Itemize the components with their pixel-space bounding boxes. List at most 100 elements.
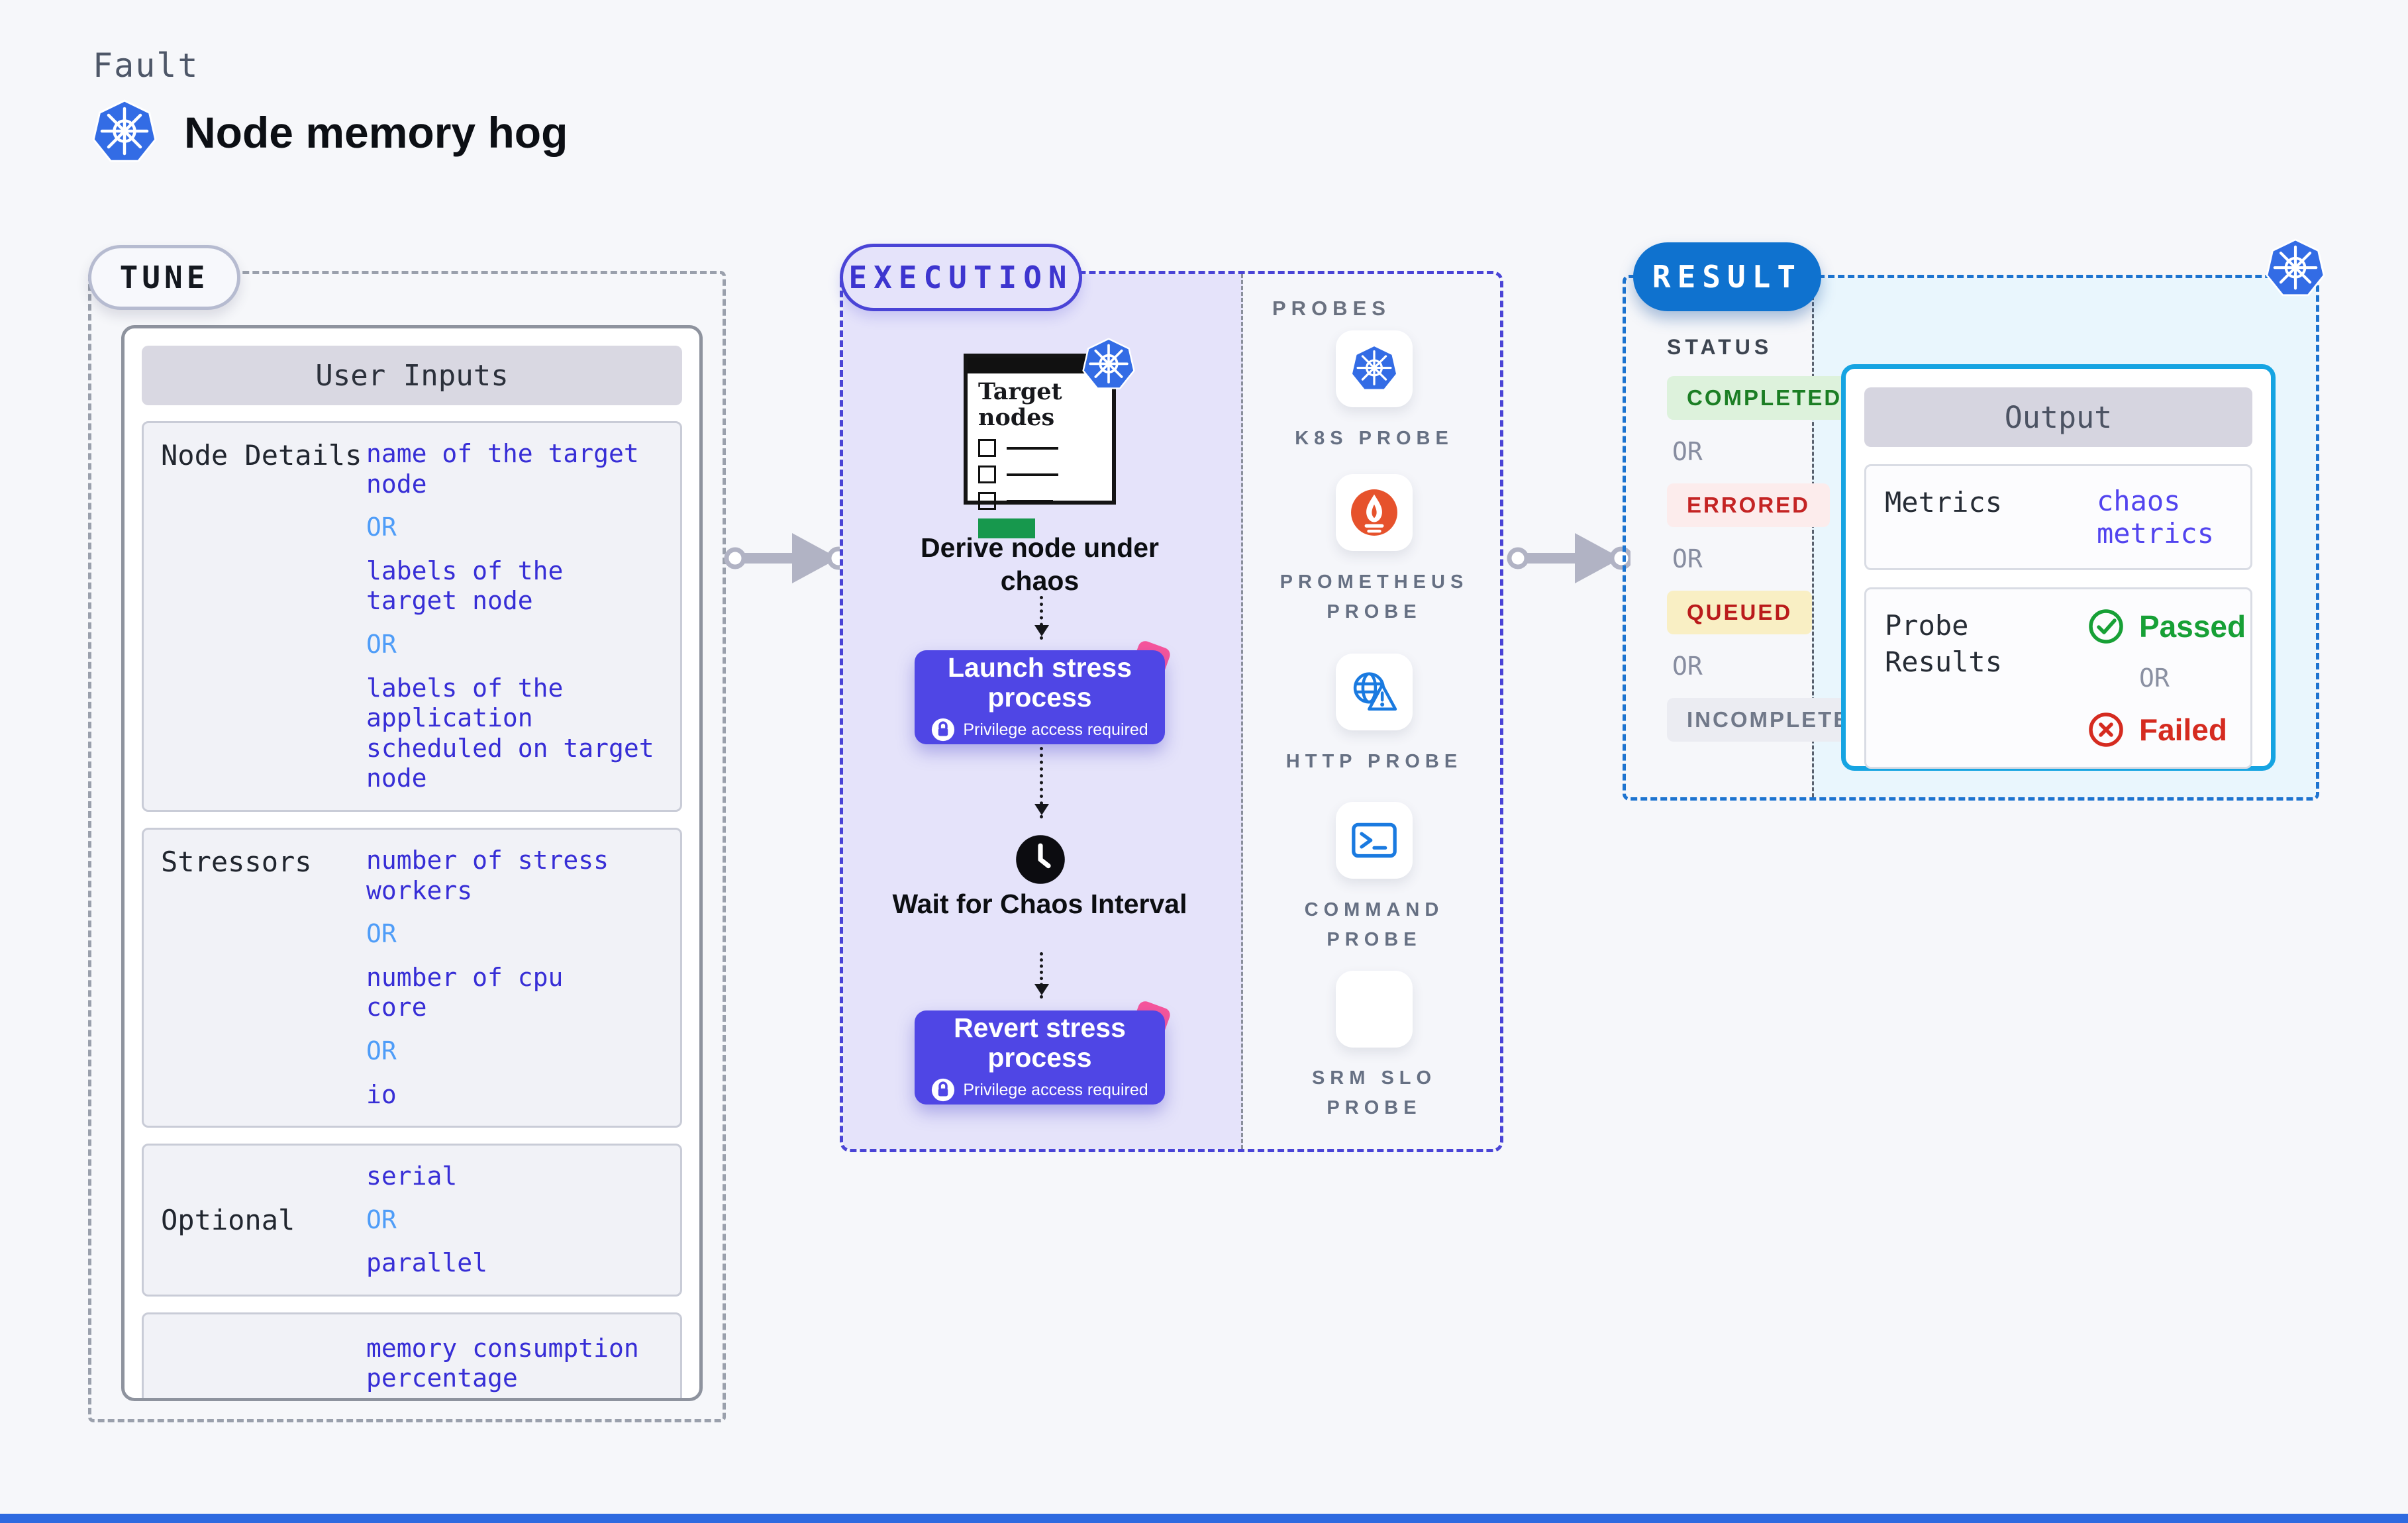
- failed-row: Failed: [2087, 711, 2246, 748]
- globe-warning-icon: [1349, 667, 1399, 717]
- privilege-note: Privilege access required: [931, 1078, 1148, 1102]
- metrics-value: chaos metrics: [2097, 485, 2215, 550]
- srm-slo-probe-card: [1336, 971, 1413, 1048]
- or-separator: OR: [1672, 652, 1703, 681]
- failed-label: Failed: [2139, 712, 2227, 747]
- output-card: Output Metrics chaos metrics Probe Resul…: [1841, 364, 2276, 771]
- prometheus-probe-label: PROMETHEUS PROBE: [1279, 571, 1469, 622]
- checkbox-icon: [978, 492, 996, 511]
- row-values: memory consumption percentage OR memory …: [366, 1333, 639, 1398]
- probe-results-row: Probe Results Passed OR Failed: [1864, 587, 2252, 769]
- or-separator: OR: [366, 919, 397, 949]
- input-row-one-of: One of memory consumption percentage OR …: [142, 1312, 682, 1398]
- node-list-item: [978, 439, 1101, 458]
- derive-node-step-label: Derive node under chaos: [921, 532, 1159, 597]
- input-option: name of the target node: [366, 439, 639, 499]
- prometheus-icon: [1349, 487, 1399, 538]
- launch-stress-button: Launch stress process Privilege access r…: [915, 650, 1165, 744]
- lock-icon: [931, 1078, 955, 1102]
- target-nodes-card: Target nodes: [964, 354, 1116, 539]
- metrics-row: Metrics chaos metrics: [1864, 464, 2252, 570]
- check-circle-icon: [2087, 608, 2125, 645]
- or-separator: OR: [1672, 544, 1703, 573]
- node-list-item: [978, 466, 1101, 484]
- or-separator: OR: [2139, 663, 2170, 693]
- title-row: Node memory hog: [91, 98, 568, 167]
- input-option: labels of the application scheduled on t…: [366, 673, 654, 793]
- srm-slo-probe-label: SRM SLO PROBE: [1311, 1067, 1437, 1118]
- probes-title: PROBES: [1272, 297, 1391, 320]
- result-badge: RESULT: [1633, 242, 1821, 311]
- lock-icon: [931, 718, 955, 742]
- revert-stress-step: Revert stress process Privilege access r…: [915, 1010, 1165, 1105]
- revert-stress-label: Revert stress process: [954, 1012, 1126, 1073]
- arrow-execution-to-result: [1505, 528, 1630, 589]
- passed-row: Passed: [2087, 608, 2246, 645]
- status-badge-completed: COMPLETED: [1667, 376, 1862, 420]
- row-values: serial OR parallel: [366, 1161, 487, 1279]
- target-nodes-title: Target nodes: [978, 378, 1062, 432]
- input-option: parallel: [366, 1248, 488, 1278]
- kubernetes-icon: [2265, 237, 2326, 301]
- execution-section: PROBES Target nodes: [840, 271, 1503, 1152]
- bottom-accent-bar: [0, 1514, 2408, 1523]
- progress-bar: [978, 518, 1035, 539]
- flow-arrow-down: [1034, 747, 1049, 818]
- input-option: memory consumption percentage: [366, 1333, 639, 1393]
- probe-results-values: Passed OR Failed: [2087, 608, 2246, 748]
- launch-stress-step: Launch stress process Privilege access r…: [915, 650, 1165, 744]
- passed-label: Passed: [2139, 609, 2246, 644]
- kubernetes-icon: [91, 98, 158, 167]
- k8s-probe-label: K8S PROBE: [1295, 428, 1454, 449]
- command-probe-card: [1336, 802, 1413, 879]
- privilege-note-text: Privilege access required: [963, 720, 1148, 739]
- row-label: Stressors: [161, 845, 312, 878]
- row-values: name of the target node OR labels of the…: [366, 439, 663, 794]
- http-probe-card: [1336, 654, 1413, 730]
- arrow-tune-to-execution: [722, 528, 848, 589]
- prometheus-probe-card: [1336, 474, 1413, 551]
- row-label: Optional: [161, 1203, 295, 1236]
- line-placeholder: [1007, 499, 1053, 503]
- clock-icon: [1014, 833, 1067, 886]
- row-values: number of stress workers OR number of cp…: [366, 846, 609, 1110]
- x-circle-icon: [2087, 711, 2125, 748]
- kubernetes-icon: [1081, 336, 1136, 393]
- kubernetes-icon: [1349, 344, 1399, 394]
- user-inputs-card: User Inputs Node Details name of the tar…: [121, 325, 703, 1401]
- metrics-label: Metrics: [1885, 486, 2003, 518]
- status-title: STATUS: [1667, 335, 1773, 359]
- page-title: Node memory hog: [184, 108, 568, 157]
- checkbox-icon: [978, 466, 996, 484]
- revert-stress-button: Revert stress process Privilege access r…: [915, 1010, 1165, 1105]
- row-label: Node Details: [161, 439, 362, 471]
- or-separator: OR: [366, 1204, 397, 1234]
- execution-badge: EXECUTION: [840, 244, 1082, 311]
- input-option: serial: [366, 1161, 458, 1191]
- status-list: COMPLETED OR ERRORED OR QUEUED OR INCOMP…: [1667, 376, 1888, 742]
- input-option: io: [366, 1079, 397, 1109]
- input-option: number of cpu core: [366, 962, 564, 1022]
- checkbox-icon: [978, 439, 996, 458]
- privilege-note-text: Privilege access required: [963, 1080, 1148, 1099]
- line-placeholder: [1007, 446, 1058, 450]
- flow-arrow-down: [1034, 952, 1049, 999]
- or-separator: OR: [366, 513, 397, 542]
- result-section: STATUS COMPLETED OR ERRORED OR QUEUED OR…: [1623, 275, 2319, 801]
- tune-badge: TUNE: [88, 245, 240, 310]
- or-separator: OR: [366, 629, 397, 659]
- node-list-item: [978, 492, 1101, 511]
- wait-chaos-step-label: Wait for Chaos Interval: [892, 889, 1187, 919]
- http-probe-label: HTTP PROBE: [1285, 751, 1463, 772]
- srm-slo-icon: [1349, 984, 1399, 1034]
- input-option: labels of the target node: [366, 556, 564, 616]
- input-row-node-details: Node Details name of the target node OR …: [142, 421, 682, 812]
- tune-section: User Inputs Node Details name of the tar…: [88, 271, 726, 1422]
- or-separator: OR: [1672, 437, 1703, 466]
- command-probe-label: COMMAND PROBE: [1304, 899, 1444, 950]
- output-title: Output: [1864, 387, 2252, 447]
- terminal-icon: [1349, 815, 1399, 865]
- input-row-optional: Optional serial OR parallel: [142, 1144, 682, 1297]
- privilege-note: Privilege access required: [931, 718, 1148, 742]
